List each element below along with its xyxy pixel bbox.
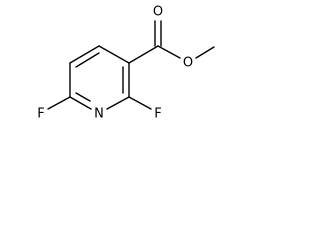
bond-n1-c2 [106, 96, 130, 110]
atom-ester-oxygen: O [183, 56, 193, 71]
bond-carbonyl-ester-o [157, 45, 181, 59]
molecule-structure-diagram: N F F O O [37, 5, 215, 122]
atom-fluorine-left: F [37, 107, 44, 122]
bond-c2-f [128, 96, 152, 110]
bond-c6-f [47, 96, 71, 110]
atom-fluorine-right: F [154, 107, 161, 122]
atom-carbonyl-oxygen: O [153, 5, 163, 20]
bond-c3-carbonyl [128, 45, 159, 64]
bond-ester-o-methyl [195, 46, 215, 59]
bond-c4-c5 [69, 45, 100, 64]
pyridine-ring [69, 45, 130, 110]
bond-c3-c4 [98, 45, 130, 64]
atom-ring-nitrogen: N [94, 107, 104, 122]
substituent-bonds [47, 20, 215, 110]
bond-c6-n1 [69, 96, 92, 110]
double-bond-c6-n1 [75, 92, 91, 102]
atom-labels: N F F O O [37, 5, 193, 122]
double-bond-c4-c5 [75, 52, 100, 68]
